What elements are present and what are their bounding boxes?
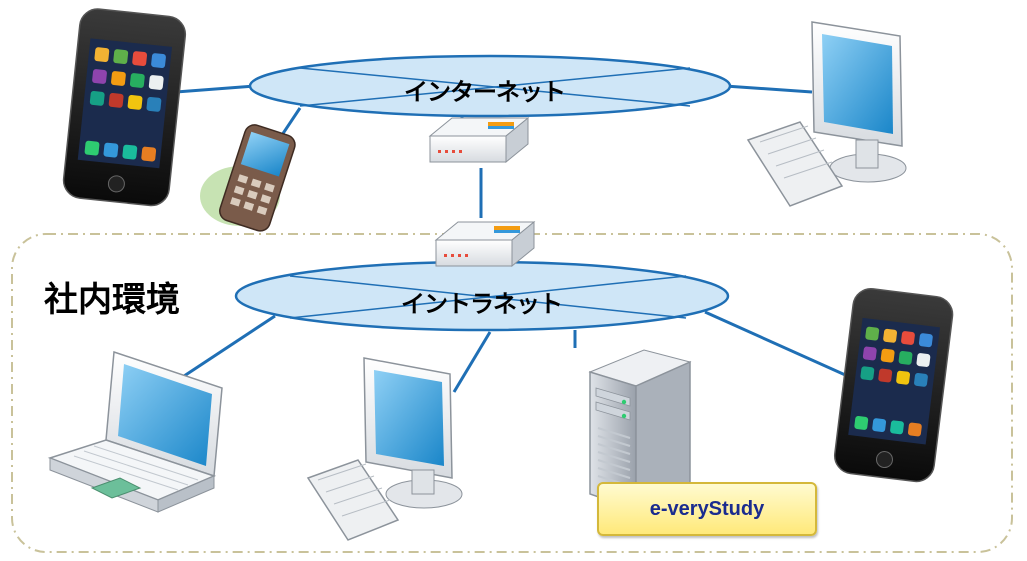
link-phone-internet: [175, 84, 256, 94]
desktop-pc-icon: [306, 357, 463, 541]
link-laptop-intranet: [177, 314, 276, 382]
smartphone-icon: [62, 8, 187, 207]
link-desktop2-intranet: [452, 331, 492, 393]
feature-phone-icon: [200, 124, 296, 232]
router-icon: [428, 116, 530, 164]
internet-label: インターネット: [404, 78, 566, 106]
desktop-pc-icon: [746, 21, 907, 207]
server-tower-icon: [588, 349, 692, 512]
internet-cloud: [248, 54, 732, 118]
internal-environment-label: 社内環境: [44, 280, 180, 320]
link-desktop-internet: [724, 84, 813, 94]
app-badge: e-veryStudy: [597, 482, 817, 536]
app-badge-label: e-veryStudy: [649, 497, 765, 520]
smartphone-icon: [833, 288, 954, 483]
link-phone2-intranet: [704, 310, 853, 380]
intranet-label: イントラネット: [401, 290, 563, 318]
router-icon: [434, 220, 536, 268]
laptop-icon: [47, 350, 223, 513]
intranet-cloud: [234, 260, 730, 332]
